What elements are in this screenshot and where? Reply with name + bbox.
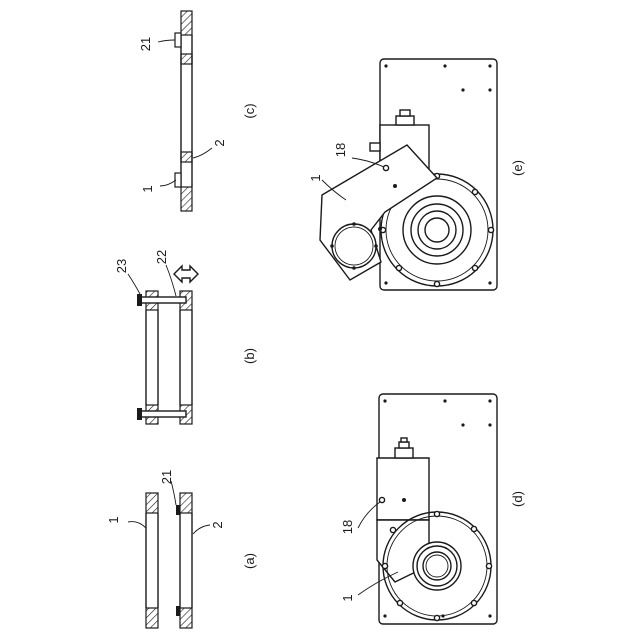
fig-d-pivot xyxy=(379,497,384,502)
fig-c-label-2: 2 xyxy=(212,139,227,146)
fig-b-bolt-head-bottom xyxy=(137,408,142,420)
fig-a-plate-2-bottom-block xyxy=(180,608,192,628)
fig-c-plate-1-bottom-block xyxy=(181,187,192,211)
fig-c-plate-1-top-block xyxy=(181,11,192,35)
fig-e-label-18: 18 xyxy=(333,143,348,157)
figure-b: 23 22 (b) xyxy=(114,250,257,424)
fig-a-caption: (a) xyxy=(242,553,257,569)
fig-a-plate-1-top-block xyxy=(146,493,158,513)
fig-a-plate-1-bottom-block xyxy=(146,608,158,628)
fig-e-arm-disk xyxy=(332,224,376,268)
fig-a-spacer-top xyxy=(176,505,180,515)
fig-d-caption: (d) xyxy=(510,491,525,507)
fig-a-spacer-bottom xyxy=(176,606,180,616)
figure-c: 21 1 2 (c) xyxy=(138,11,257,211)
fig-b-label-23: 23 xyxy=(114,259,129,273)
fig-b-label-22: 22 xyxy=(154,250,169,264)
fig-b-movement-arrow xyxy=(174,266,198,282)
fig-e-connector xyxy=(396,116,414,125)
fig-b-bolt-bottom xyxy=(140,411,186,417)
fig-d-label-18: 18 xyxy=(340,520,355,534)
fig-d-hub xyxy=(413,542,461,590)
figure-a: 1 21 2 (a) xyxy=(106,470,257,628)
fig-c-spacer-top xyxy=(175,33,181,47)
fig-b-bolt-top xyxy=(140,297,186,303)
figure-d: 18 1 (d) xyxy=(340,394,525,624)
fig-a-label-21: 21 xyxy=(159,470,174,484)
fig-c-caption: (c) xyxy=(242,103,257,118)
fig-c-plate-2-top-block xyxy=(181,54,192,64)
fig-d-connector xyxy=(395,448,413,458)
fig-d-label-1: 1 xyxy=(340,594,355,601)
fig-e-pivot xyxy=(383,165,388,170)
fig-d-housing xyxy=(377,458,429,520)
fig-b-bolt-head-top xyxy=(137,294,142,306)
fig-a-label-2: 2 xyxy=(210,521,225,528)
fig-c-label-1: 1 xyxy=(140,185,155,192)
fig-e-caption: (e) xyxy=(510,160,525,176)
fig-e-label-1: 1 xyxy=(308,174,323,181)
fig-c-plate-2-bottom-block xyxy=(181,152,192,162)
figure-e: 18 1 (e) xyxy=(308,59,525,290)
fig-a-plate-2-top-block xyxy=(180,493,192,513)
fig-a-label-1: 1 xyxy=(106,516,121,523)
fig-c-label-21: 21 xyxy=(138,37,153,51)
fig-b-caption: (b) xyxy=(242,348,257,364)
